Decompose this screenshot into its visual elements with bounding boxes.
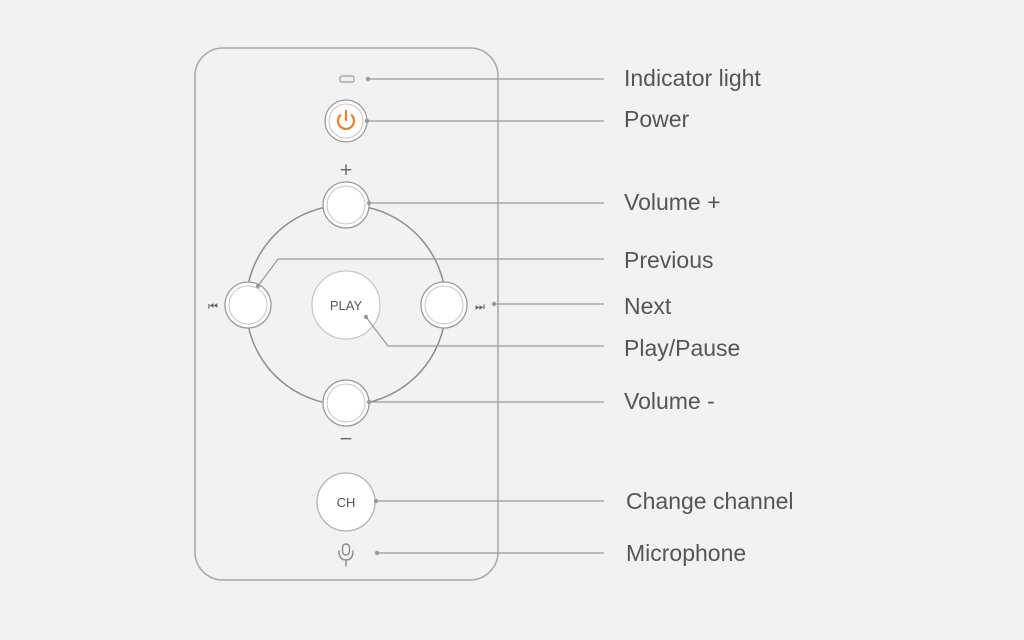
leader-volume-down — [366, 399, 604, 405]
play-button[interactable]: PLAY — [311, 270, 381, 340]
label-microphone: Microphone — [626, 540, 746, 566]
indicator-light — [339, 75, 355, 83]
label-previous: Previous — [624, 247, 713, 273]
label-volume-down: Volume - — [624, 388, 715, 414]
leader-previous — [255, 258, 604, 289]
leader-lines — [255, 76, 604, 556]
previous-icon: ⏮ — [208, 300, 218, 313]
leader-power — [364, 118, 604, 124]
volume-up-button[interactable] — [322, 181, 370, 229]
previous-button[interactable] — [224, 281, 272, 329]
play-button-label: PLAY — [330, 298, 363, 313]
leader-microphone — [374, 550, 604, 556]
microphone-icon — [338, 543, 354, 567]
label-volume-up: Volume + — [624, 189, 721, 215]
next-icon: ⏭ — [475, 300, 485, 313]
label-change-channel: Change channel — [626, 488, 794, 514]
leader-play-pause — [363, 314, 604, 347]
label-play-pause: Play/Pause — [624, 335, 740, 361]
leader-volume-up — [366, 200, 604, 206]
leader-next — [491, 301, 604, 307]
leader-change-channel — [373, 498, 604, 504]
power-button[interactable] — [324, 99, 368, 143]
change-channel-button-label: CH — [337, 495, 356, 510]
label-power: Power — [624, 106, 690, 132]
label-indicator-light: Indicator light — [624, 65, 761, 91]
change-channel-button[interactable]: CH — [316, 472, 376, 532]
label-next: Next — [624, 293, 672, 319]
volume-down-button[interactable] — [322, 379, 370, 427]
minus-symbol: − — [339, 429, 353, 449]
power-icon — [336, 109, 356, 131]
plus-symbol: + — [339, 160, 353, 180]
remote-body — [194, 47, 499, 581]
leader-indicator — [365, 76, 604, 82]
next-button[interactable] — [420, 281, 468, 329]
